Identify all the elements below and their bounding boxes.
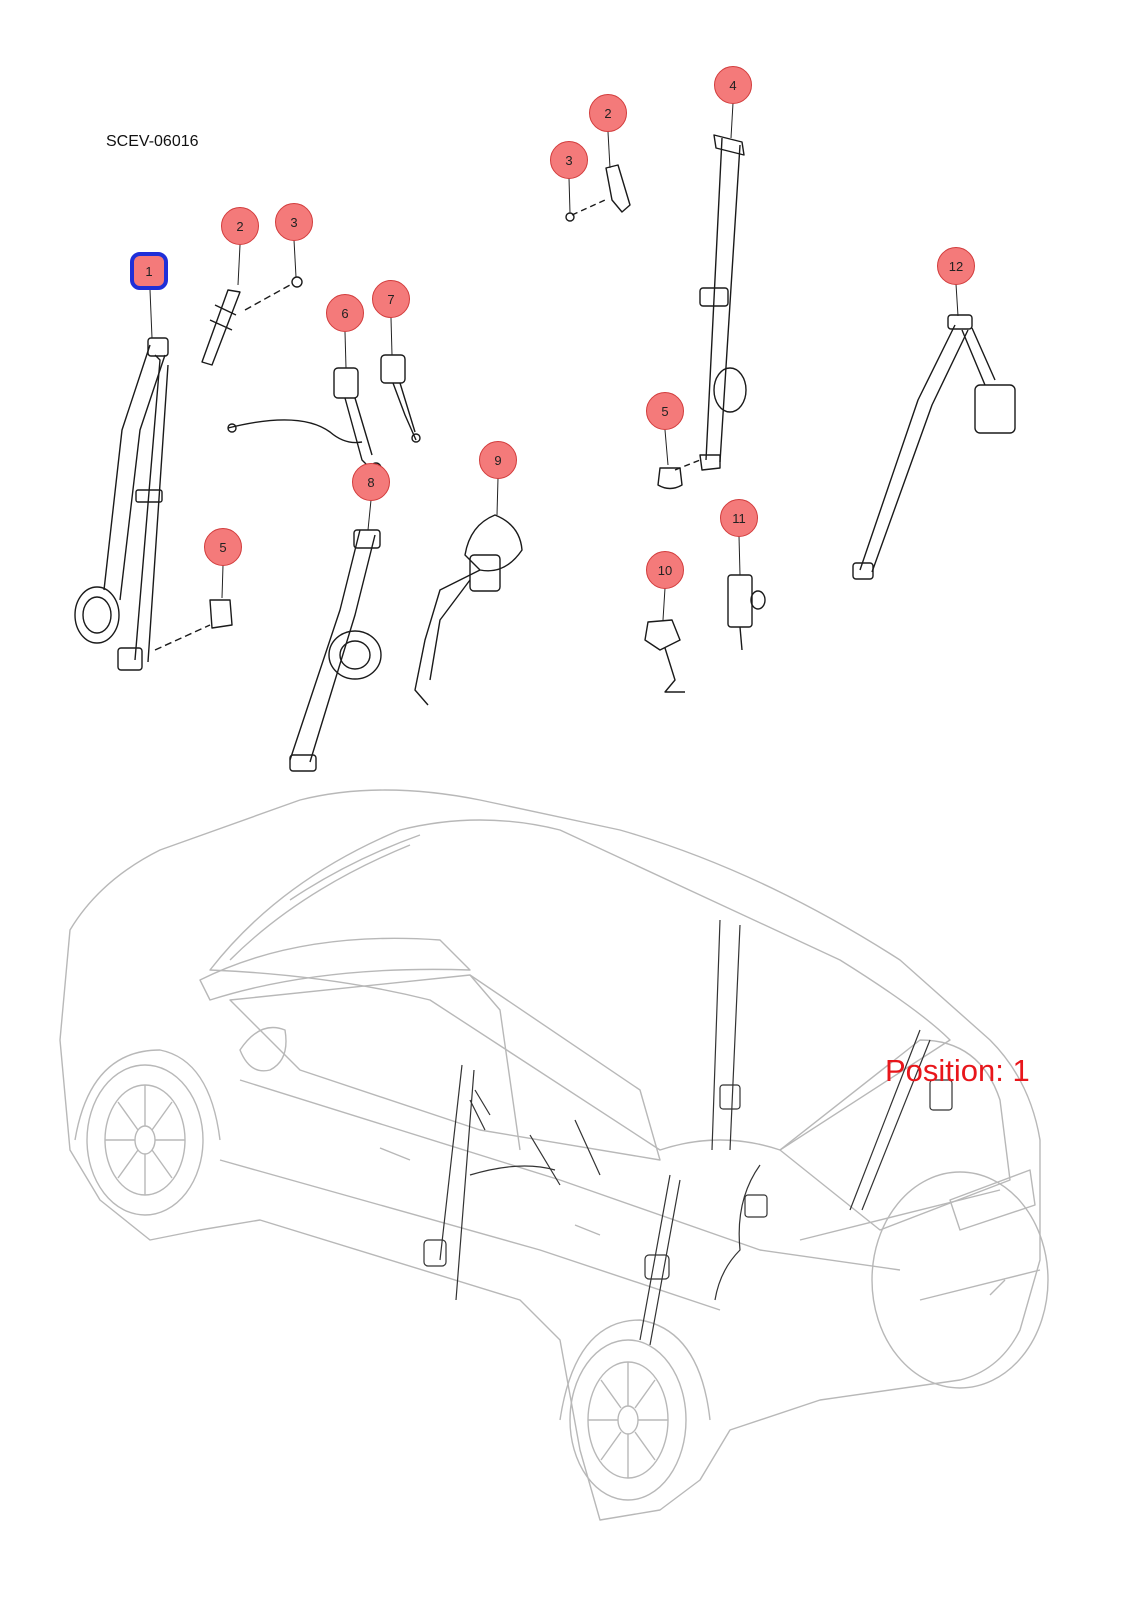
callout-5-right[interactable]: 5 xyxy=(646,392,684,430)
callout-12[interactable]: 12 xyxy=(937,247,975,285)
part-3-bolt xyxy=(291,276,303,288)
part-2-height-adjuster xyxy=(201,284,291,366)
part-2-adjuster-right xyxy=(571,164,631,216)
part-12-rear-belt xyxy=(852,314,1016,580)
callout-9[interactable]: 9 xyxy=(479,441,517,479)
part-7-buckle xyxy=(380,354,421,443)
callout-11[interactable]: 11 xyxy=(720,499,758,537)
position-label: Position: 1 xyxy=(885,1053,1030,1088)
vehicle-outline xyxy=(59,789,1049,1521)
part-9-third-row-belt xyxy=(414,514,523,706)
part-1-front-belt xyxy=(74,337,211,671)
callout-5[interactable]: 5 xyxy=(204,528,242,566)
leader-lines xyxy=(149,102,959,621)
part-4-long-belt xyxy=(674,134,747,471)
part-11-buckle xyxy=(727,574,766,651)
part-6-buckle xyxy=(227,367,382,474)
exploded-parts xyxy=(74,134,1016,772)
part-8-second-row-belt xyxy=(289,529,382,772)
callout-10[interactable]: 10 xyxy=(646,551,684,589)
callout-2[interactable]: 2 xyxy=(221,207,259,245)
callout-3-right[interactable]: 3 xyxy=(550,141,588,179)
callout-8[interactable]: 8 xyxy=(352,463,390,501)
callout-7[interactable]: 7 xyxy=(372,280,410,318)
part-5-anchor-cover xyxy=(209,599,233,629)
part-5-anchor-cover-right xyxy=(657,467,683,490)
installed-belts xyxy=(423,919,953,1346)
diagram-code: SCEV-06016 xyxy=(106,133,199,150)
callout-2-right[interactable]: 2 xyxy=(589,94,627,132)
callout-6[interactable]: 6 xyxy=(326,294,364,332)
part-10-buckle xyxy=(644,619,685,693)
callout-4[interactable]: 4 xyxy=(714,66,752,104)
part-3-bolt-right xyxy=(565,212,575,222)
callout-1[interactable]: 1 xyxy=(130,252,168,290)
callout-3[interactable]: 3 xyxy=(275,203,313,241)
